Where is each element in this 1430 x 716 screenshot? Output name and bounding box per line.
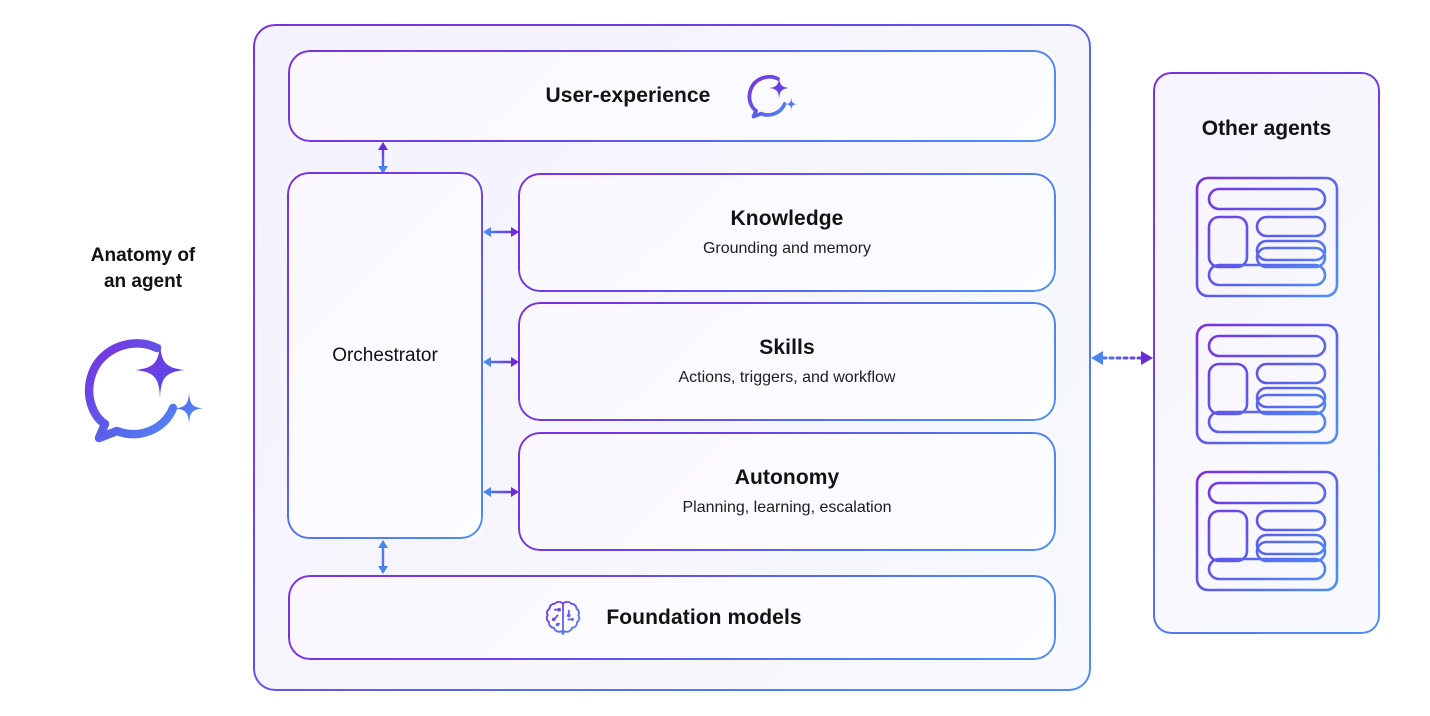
skills-title: Skills bbox=[759, 336, 815, 359]
legend-title: Anatomy of an agent bbox=[48, 243, 238, 294]
agent-card-icon-3[interactable] bbox=[1193, 468, 1341, 599]
agent-card-icon-2[interactable] bbox=[1193, 321, 1341, 452]
user-experience-card[interactable]: User-experience bbox=[288, 50, 1056, 142]
agent-anatomy-container: User-experience bbox=[253, 24, 1091, 691]
other-agents-panel: Other agents bbox=[1153, 72, 1380, 634]
other-agents-title: Other agents bbox=[1201, 117, 1332, 140]
autonomy-title: Autonomy bbox=[734, 466, 840, 489]
orchestrator-card[interactable]: Orchestrator bbox=[287, 172, 483, 539]
arrow-orchestrator-to-autonomy bbox=[483, 487, 519, 497]
orchestrator-title: Orchestrator bbox=[332, 344, 438, 366]
knowledge-subtitle: Grounding and memory bbox=[702, 240, 872, 257]
arrow-ux-to-orchestrator bbox=[378, 142, 388, 174]
copilot-sparkle-chat-icon-large bbox=[48, 334, 238, 444]
legend-title-line1: Anatomy of bbox=[90, 245, 196, 266]
autonomy-card[interactable]: Autonomy Planning, learning, escalation bbox=[518, 432, 1056, 551]
knowledge-title: Knowledge bbox=[730, 207, 844, 230]
autonomy-subtitle: Planning, learning, escalation bbox=[682, 499, 892, 516]
arrow-orchestrator-to-foundation bbox=[378, 540, 388, 574]
user-experience-title: User-experience bbox=[545, 84, 711, 107]
arrow-agent-to-other-agents bbox=[1091, 351, 1153, 365]
skills-card[interactable]: Skills Actions, triggers, and workflow bbox=[518, 302, 1056, 421]
legend-title-line2: an agent bbox=[103, 270, 183, 292]
copilot-sparkle-chat-icon bbox=[746, 72, 799, 120]
skills-subtitle: Actions, triggers, and workflow bbox=[678, 369, 896, 386]
arrow-orchestrator-to-skills bbox=[483, 357, 519, 367]
knowledge-card[interactable]: Knowledge Grounding and memory bbox=[518, 173, 1056, 292]
foundation-models-card[interactable]: Foundation models bbox=[288, 575, 1056, 660]
foundation-models-title: Foundation models bbox=[606, 605, 802, 629]
legend-anatomy-of-an-agent: Anatomy of an agent bbox=[48, 243, 238, 444]
arrow-orchestrator-to-knowledge bbox=[483, 227, 519, 237]
brain-circuit-icon bbox=[542, 597, 584, 639]
agent-card-icon-1[interactable] bbox=[1193, 174, 1341, 305]
